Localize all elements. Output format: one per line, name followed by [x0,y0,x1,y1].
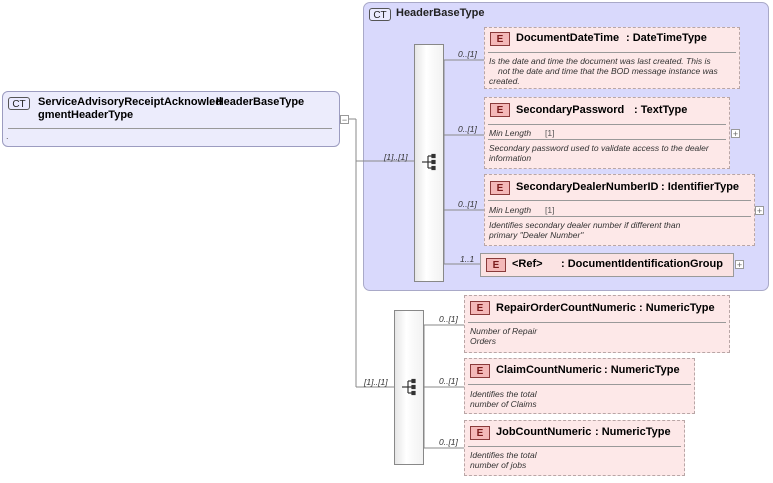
element-badge: E [490,181,510,195]
element-description: Identifies the total number of Claims [470,389,537,409]
element-job-count-numeric[interactable] [464,420,685,476]
expand-toggle[interactable]: + [735,260,744,270]
collapse-toggle[interactable]: − [340,115,349,125]
facet-label: Min Length [489,128,532,138]
facet-value: [1] [545,128,555,138]
element-name: JobCountNumeric [496,426,592,438]
root-base-type: : HeaderBaseType [209,96,305,108]
element-badge: E [470,426,490,440]
element-badge: E [486,258,506,272]
element-badge: E [490,32,510,46]
complex-type-title: HeaderBaseType [396,7,485,19]
element-cardinality: 0..[1] [458,199,477,209]
element-cardinality: 1..1 [460,254,475,264]
root-type-name: ServiceAdvisoryReceiptAcknowled gmentHea… [38,96,223,121]
element-secondary-dealer-number-id[interactable] [484,174,755,246]
element-name: SecondaryDealerNumberID [516,181,659,193]
element-divider [488,216,751,217]
expand-toggle[interactable]: + [755,206,764,216]
element-cardinality: 0..[1] [458,124,477,134]
element-divider [488,200,751,201]
element-description: Secondary password used to validate acce… [489,143,709,163]
element-type: : TextType [634,104,688,116]
root-ct-badge: CT [8,97,30,110]
element-description: Number of Repair Orders [470,326,538,346]
facet-label: Min Length [489,205,532,215]
sequence-icon [422,153,436,171]
element-type: : NumericType [604,364,680,376]
element-divider [468,446,681,447]
element-divider [488,52,736,53]
sequence-1-cardinality: [1]..[1] [384,152,408,162]
complex-type-badge: CT [369,8,391,21]
sequence-compositor-1[interactable] [414,44,444,282]
element-divider [468,322,726,323]
element-document-identification-group-ref[interactable] [480,253,734,277]
element-cardinality: 0..[1] [439,437,458,447]
element-description: Identifies secondary dealer number if di… [489,220,681,240]
sequence-2-cardinality: [1]..[1] [364,377,388,387]
element-cardinality: 0..[1] [458,49,477,59]
element-type: : NumericType [595,426,671,438]
element-badge: E [470,364,490,378]
element-name: <Ref> [512,258,543,270]
element-badge: E [470,301,490,315]
element-divider [488,139,726,140]
element-name: SecondaryPassword [516,104,625,116]
element-claim-count-numeric[interactable] [464,358,695,414]
facet-value: [1] [545,205,555,215]
element-name: ClaimCountNumeric [496,364,602,376]
element-cardinality: 0..[1] [439,314,458,324]
element-type: : NumericType [639,302,715,314]
root-divider [8,128,332,129]
element-divider [468,384,691,385]
root-dot: . [6,131,9,141]
element-repair-order-count-numeric[interactable] [464,295,730,353]
element-name: RepairOrderCountNumeric [496,302,636,314]
element-description: Identifies the total number of jobs [470,450,537,470]
element-type: : DateTimeType [626,32,707,44]
element-description: Is the date and time the document was la… [489,56,718,86]
element-cardinality: 0..[1] [439,376,458,386]
element-name: DocumentDateTime [516,32,620,44]
root-complex-type-box[interactable] [2,91,340,147]
element-divider [488,124,726,125]
sequence-icon [402,378,416,396]
expand-toggle[interactable]: + [731,129,740,139]
element-document-date-time[interactable] [484,27,740,89]
element-type: : IdentifierType [661,181,740,193]
element-type: : DocumentIdentificationGroup [561,258,723,270]
element-secondary-password[interactable] [484,97,730,169]
element-badge: E [490,103,510,117]
